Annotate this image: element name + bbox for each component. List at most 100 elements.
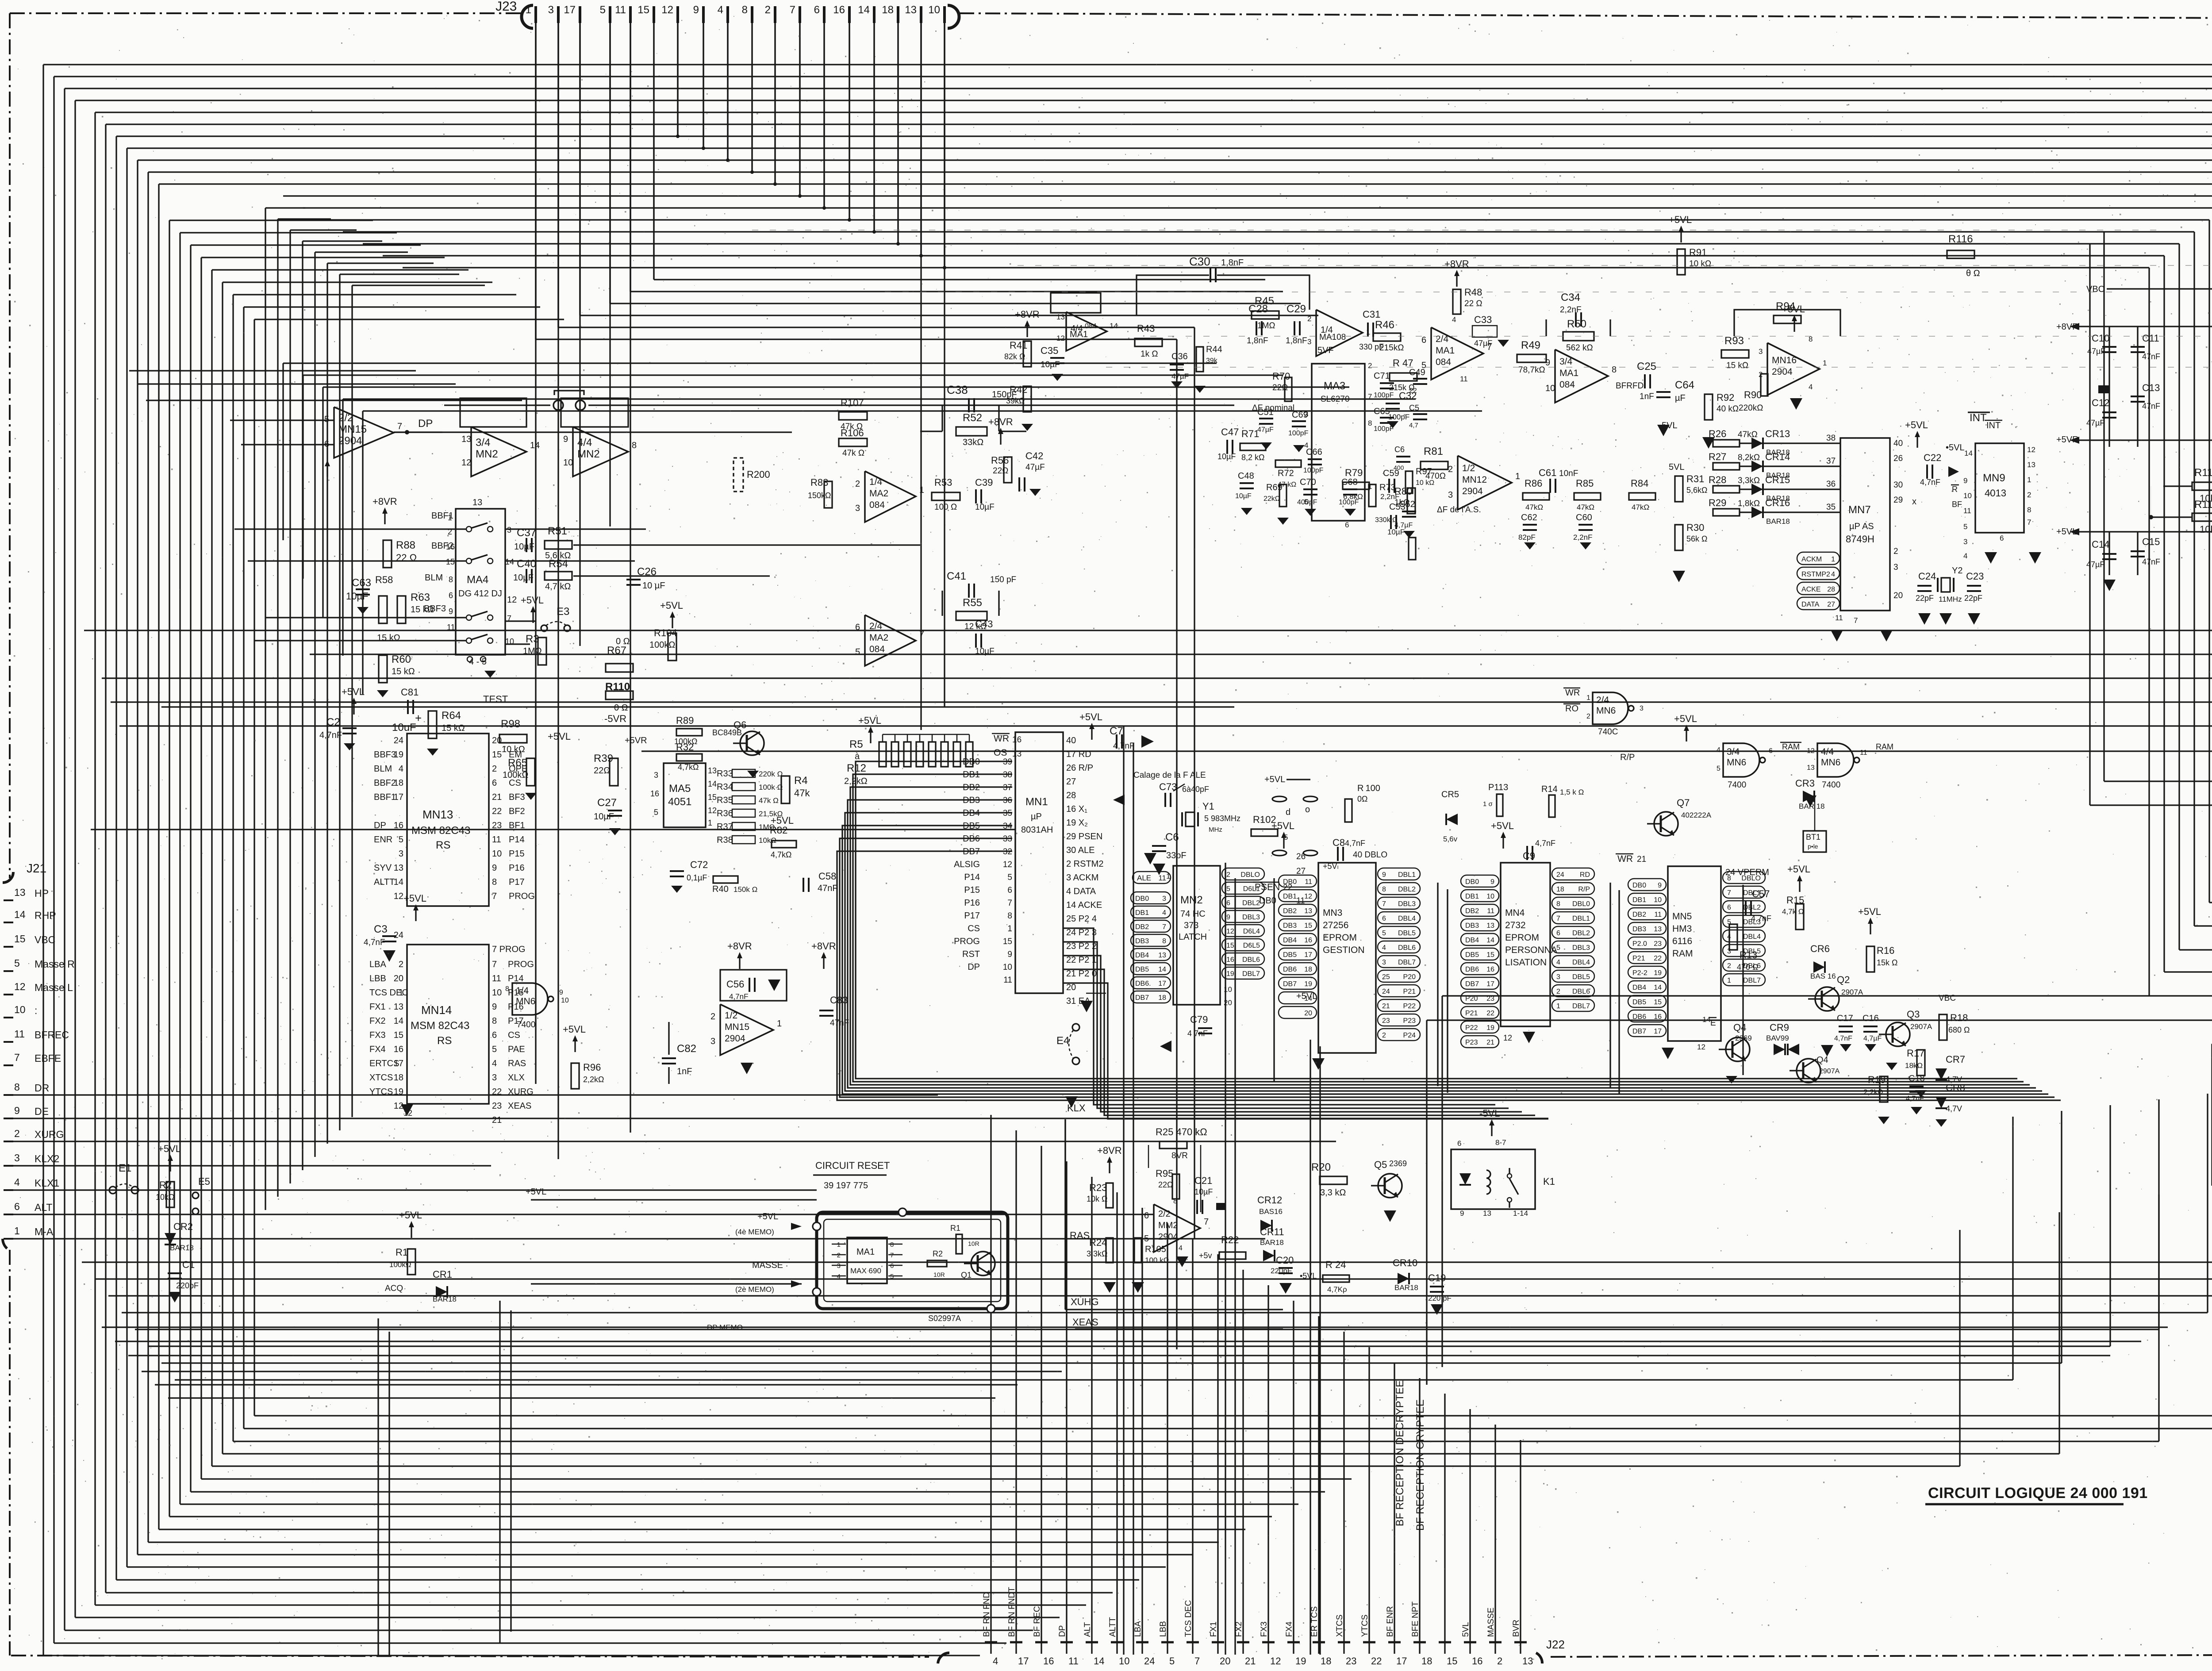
svg-text:C43: C43 bbox=[975, 618, 993, 630]
svg-text:1: 1 bbox=[1368, 482, 1372, 491]
svg-text:14: 14 bbox=[1158, 966, 1166, 973]
svg-text:1: 1 bbox=[399, 988, 403, 998]
svg-text:1: 1 bbox=[777, 1019, 782, 1029]
svg-text:DBL6: DBL6 bbox=[1743, 962, 1761, 970]
svg-text:C13: C13 bbox=[2142, 382, 2160, 393]
svg-text:DB6.: DB6. bbox=[1135, 980, 1151, 987]
svg-text:C71: C71 bbox=[1374, 371, 1390, 381]
svg-text:BAS 16: BAS 16 bbox=[1810, 972, 1836, 980]
svg-text:XURG: XURG bbox=[508, 1087, 534, 1097]
svg-text:47k: 47k bbox=[794, 787, 810, 799]
svg-text:R64: R64 bbox=[442, 710, 461, 722]
svg-text:BAS16: BAS16 bbox=[1259, 1207, 1283, 1216]
svg-text:18: 18 bbox=[1421, 1656, 1432, 1667]
svg-text:47k Ω: 47k Ω bbox=[759, 796, 779, 805]
svg-text:ΔF nominal: ΔF nominal bbox=[1221, 422, 1224, 423]
svg-text:DB6: DB6 bbox=[1632, 1013, 1646, 1021]
svg-text:RHP: RHP bbox=[35, 910, 56, 921]
svg-text:4,7nF: 4,7nF bbox=[729, 992, 748, 1001]
svg-text:RAM: RAM bbox=[1782, 742, 1800, 751]
svg-text:22: 22 bbox=[1486, 1010, 1494, 1017]
svg-text:6: 6 bbox=[1457, 1139, 1461, 1148]
svg-text:5: 5 bbox=[1421, 361, 1426, 370]
svg-text:+5VL: +5VL bbox=[1905, 419, 1928, 430]
svg-text:47nF: 47nF bbox=[818, 884, 838, 893]
svg-text:6: 6 bbox=[1421, 335, 1426, 345]
svg-text:24: 24 bbox=[1556, 871, 1564, 879]
svg-text:9: 9 bbox=[1963, 476, 1967, 485]
svg-text:5: 5 bbox=[1007, 873, 1012, 882]
svg-text:ALE: ALE bbox=[1137, 874, 1151, 882]
svg-text:39kΩ: 39kΩ bbox=[1006, 396, 1025, 405]
svg-text:4/4: 4/4 bbox=[577, 437, 592, 449]
svg-text:MSM 82C43: MSM 82C43 bbox=[411, 1020, 469, 1032]
svg-text:10: 10 bbox=[1963, 492, 1972, 500]
svg-text:+5VL: +5VL bbox=[2056, 527, 2077, 537]
svg-text:YTCS: YTCS bbox=[369, 1087, 393, 1097]
svg-text:29 PSEN: 29 PSEN bbox=[1066, 832, 1102, 841]
svg-text:D6L5: D6L5 bbox=[1243, 942, 1260, 949]
svg-text:R52: R52 bbox=[963, 412, 982, 424]
svg-text:P23: P23 bbox=[1465, 1039, 1478, 1046]
svg-text:7: 7 bbox=[507, 614, 511, 623]
svg-text:R/P: R/P bbox=[1620, 753, 1635, 762]
svg-text:R88: R88 bbox=[396, 539, 415, 551]
svg-text:OPE: OPE bbox=[509, 764, 527, 774]
svg-text:P22: P22 bbox=[1403, 1003, 1416, 1010]
svg-text:8: 8 bbox=[1368, 419, 1372, 427]
svg-text:20: 20 bbox=[1304, 1010, 1312, 1017]
svg-text:22: 22 bbox=[1283, 883, 1292, 892]
svg-text:4: 4 bbox=[1304, 441, 1308, 449]
svg-text:8: 8 bbox=[2027, 506, 2031, 514]
svg-text:DB2: DB2 bbox=[1283, 907, 1297, 915]
svg-text:24: 24 bbox=[1382, 988, 1390, 995]
svg-text:13: 13 bbox=[1807, 764, 1815, 772]
svg-text:084: 084 bbox=[869, 500, 885, 510]
svg-text:MN13: MN13 bbox=[422, 808, 453, 821]
svg-text:C38: C38 bbox=[947, 383, 968, 396]
svg-text:6: 6 bbox=[492, 1030, 497, 1040]
svg-text:17: 17 bbox=[1304, 951, 1312, 959]
svg-text:8: 8 bbox=[890, 1241, 894, 1248]
svg-text:+5VR: +5VR bbox=[2056, 435, 2079, 445]
svg-text:R200: R200 bbox=[747, 469, 770, 480]
svg-text:C33: C33 bbox=[1474, 314, 1492, 325]
svg-text:DBL5: DBL5 bbox=[1398, 930, 1416, 937]
svg-text:100kΩ: 100kΩ bbox=[674, 737, 698, 746]
svg-text:1/4: 1/4 bbox=[869, 477, 883, 487]
svg-text:MN12: MN12 bbox=[1462, 475, 1487, 485]
svg-text:10: 10 bbox=[1224, 985, 1232, 994]
svg-text:MASSE: MASSE bbox=[517, 1279, 518, 1280]
svg-text:12: 12 bbox=[394, 891, 403, 901]
svg-text:+5VL: +5VL bbox=[1264, 775, 1285, 784]
svg-text:RS: RS bbox=[437, 1035, 452, 1047]
svg-text:2,2nF: 2,2nF bbox=[1380, 492, 1399, 501]
svg-text:3: 3 bbox=[654, 771, 658, 780]
svg-text:22pF: 22pF bbox=[1964, 594, 1982, 603]
svg-text:C66: C66 bbox=[1306, 447, 1322, 457]
svg-text:+5VL: +5VL bbox=[1491, 820, 1514, 831]
svg-text:CS: CS bbox=[508, 1030, 520, 1040]
svg-text:+5VL: +5VL bbox=[1271, 820, 1294, 831]
svg-text:14: 14 bbox=[708, 780, 717, 788]
svg-text:C1: C1 bbox=[182, 1259, 195, 1270]
svg-text:DP: DP bbox=[418, 418, 433, 430]
svg-text:VBC: VBC bbox=[35, 934, 55, 945]
svg-text:R71: R71 bbox=[1241, 428, 1259, 439]
svg-text:2907A: 2907A bbox=[1841, 988, 1863, 996]
svg-text:C53: C53 bbox=[1389, 502, 1406, 512]
svg-text:24: 24 bbox=[394, 736, 403, 745]
svg-text:R95: R95 bbox=[1156, 1168, 1173, 1179]
svg-text:BVR: BVR bbox=[1512, 1620, 1521, 1637]
svg-text:+8VR: +8VR bbox=[727, 941, 752, 952]
svg-text:16 X₁: 16 X₁ bbox=[1066, 804, 1087, 814]
svg-text:11: 11 bbox=[1158, 874, 1166, 882]
svg-text:15: 15 bbox=[1304, 922, 1312, 930]
svg-text:38: 38 bbox=[1826, 434, 1836, 443]
svg-text:BBF2: BBF2 bbox=[431, 541, 453, 551]
svg-text:+8VR: +8VR bbox=[811, 941, 836, 952]
svg-text:7: 7 bbox=[919, 630, 924, 639]
svg-text:13: 13 bbox=[461, 434, 471, 444]
svg-text:BAR18: BAR18 bbox=[1394, 1283, 1418, 1292]
svg-text:C37: C37 bbox=[517, 527, 536, 539]
